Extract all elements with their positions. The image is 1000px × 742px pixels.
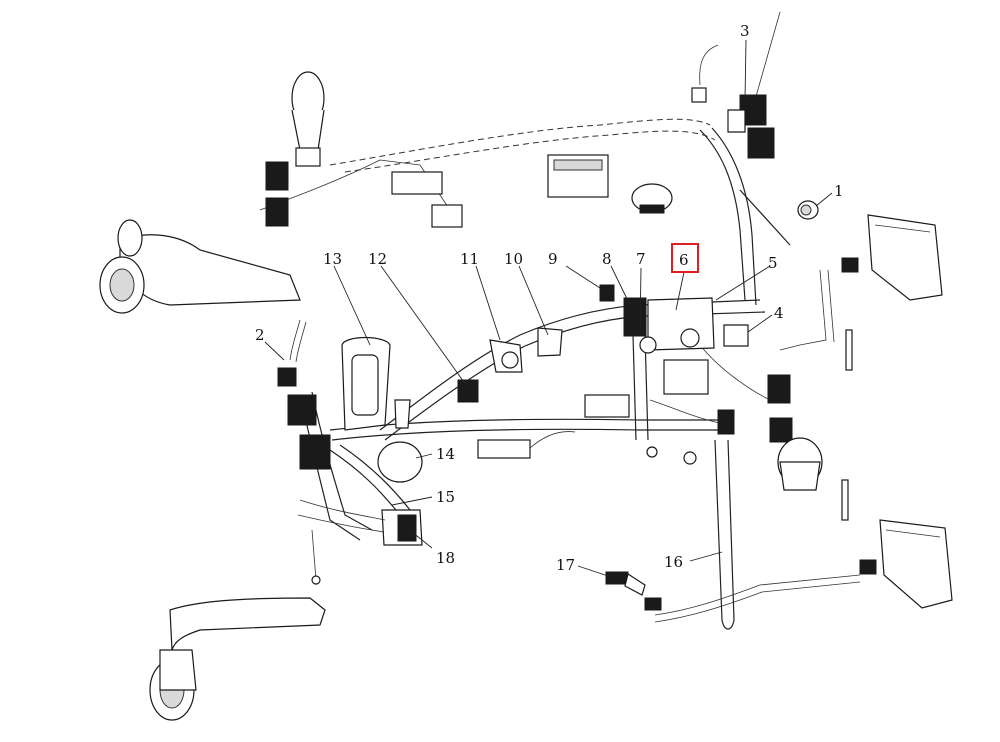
callout-4: 4: [774, 304, 784, 322]
callout-10: 10: [504, 250, 523, 268]
callout-6: 6: [679, 251, 689, 269]
part-17-sensor: [605, 571, 662, 611]
callout-13: 13: [323, 250, 342, 268]
callout-15: 15: [436, 488, 455, 506]
callout-3: 3: [740, 22, 750, 40]
lower-center-components: [477, 394, 735, 465]
lower-left-light-assembly: [149, 597, 326, 721]
part-2-connector: [277, 319, 307, 387]
right-side-housings: [767, 214, 953, 609]
callout-16: 16: [664, 553, 683, 571]
callouts: 1 2 3 4 5 6 7 8 9 10 11 12 13 14 15 16 1…: [255, 22, 844, 574]
upper-right-lamp-cluster: [691, 11, 791, 246]
upper-left-light-assembly: [99, 71, 325, 314]
callout-12: 12: [368, 250, 387, 268]
leader-lines: [264, 39, 833, 577]
left-component-cluster: [287, 336, 423, 585]
top-center-components: [391, 154, 673, 228]
callout-7: 7: [636, 250, 646, 268]
callout-18: 18: [436, 549, 455, 567]
callout-2: 2: [255, 326, 265, 344]
callout-14: 14: [436, 445, 455, 463]
callout-11: 11: [460, 250, 479, 268]
part-1-grommet: [797, 200, 819, 220]
callout-17: 17: [556, 556, 575, 574]
callout-9: 9: [548, 250, 558, 268]
callout-1: 1: [834, 182, 844, 200]
callout-5: 5: [768, 254, 778, 272]
highlight-box: [671, 243, 699, 273]
callout-8: 8: [602, 250, 612, 268]
trunk-components: [457, 284, 749, 403]
